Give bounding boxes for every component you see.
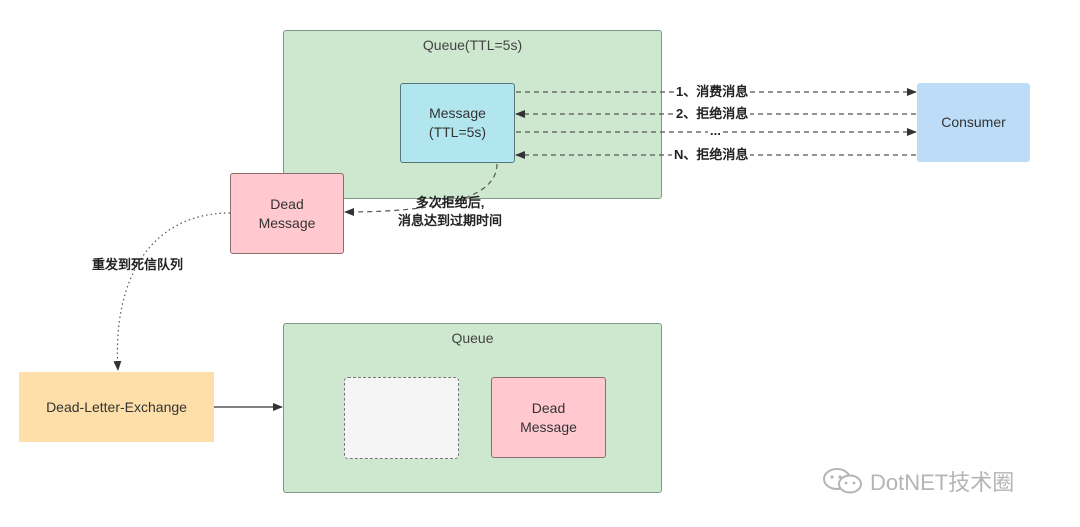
- message-node: Message (TTL=5s): [400, 83, 515, 163]
- message-node-line2: (TTL=5s): [428, 124, 487, 140]
- consumer-node: Consumer: [917, 83, 1030, 162]
- label-expire-line2: 消息达到过期时间: [397, 213, 502, 228]
- empty-slot-placeholder: [344, 377, 459, 459]
- arrow-republish: [113, 212, 231, 371]
- dead-message-in-queue-node: Dead Message: [491, 377, 606, 458]
- watermark-text: DotNET技术圈: [870, 470, 1015, 495]
- label-reject-2: 2、拒绝消息: [674, 105, 751, 123]
- label-ellipsis: ...: [708, 122, 723, 140]
- dead-message-line1: Dead: [270, 195, 304, 212]
- label-expire: 多次拒绝后, 消息达到过期时间: [385, 194, 515, 230]
- dead-message-line2: Message: [258, 214, 316, 231]
- label-reject-n: N、拒绝消息: [672, 146, 751, 164]
- dead-message-in-queue-line1: Dead: [531, 399, 566, 416]
- dead-letter-queue-title: Queue: [451, 330, 494, 346]
- wechat-icon: [822, 467, 864, 495]
- dead-letter-exchange-label: Dead-Letter-Exchange: [46, 398, 187, 415]
- dead-message-in-queue-line2: Message: [520, 418, 577, 435]
- message-node-line1: Message: [429, 105, 486, 121]
- dead-message-node: Dead Message: [230, 173, 344, 254]
- queue-ttl-title: Queue(TTL=5s): [422, 37, 523, 53]
- arrow-expire: [344, 163, 498, 216]
- label-consume-1: 1、消费消息: [674, 83, 751, 101]
- label-republish: 重发到死信队列: [92, 257, 184, 272]
- dead-letter-exchange-node: Dead-Letter-Exchange: [19, 372, 214, 442]
- watermark: DotNET技术圈: [822, 465, 1014, 497]
- label-expire-line1: 多次拒绝后,: [415, 195, 485, 210]
- consumer-label: Consumer: [941, 114, 1006, 130]
